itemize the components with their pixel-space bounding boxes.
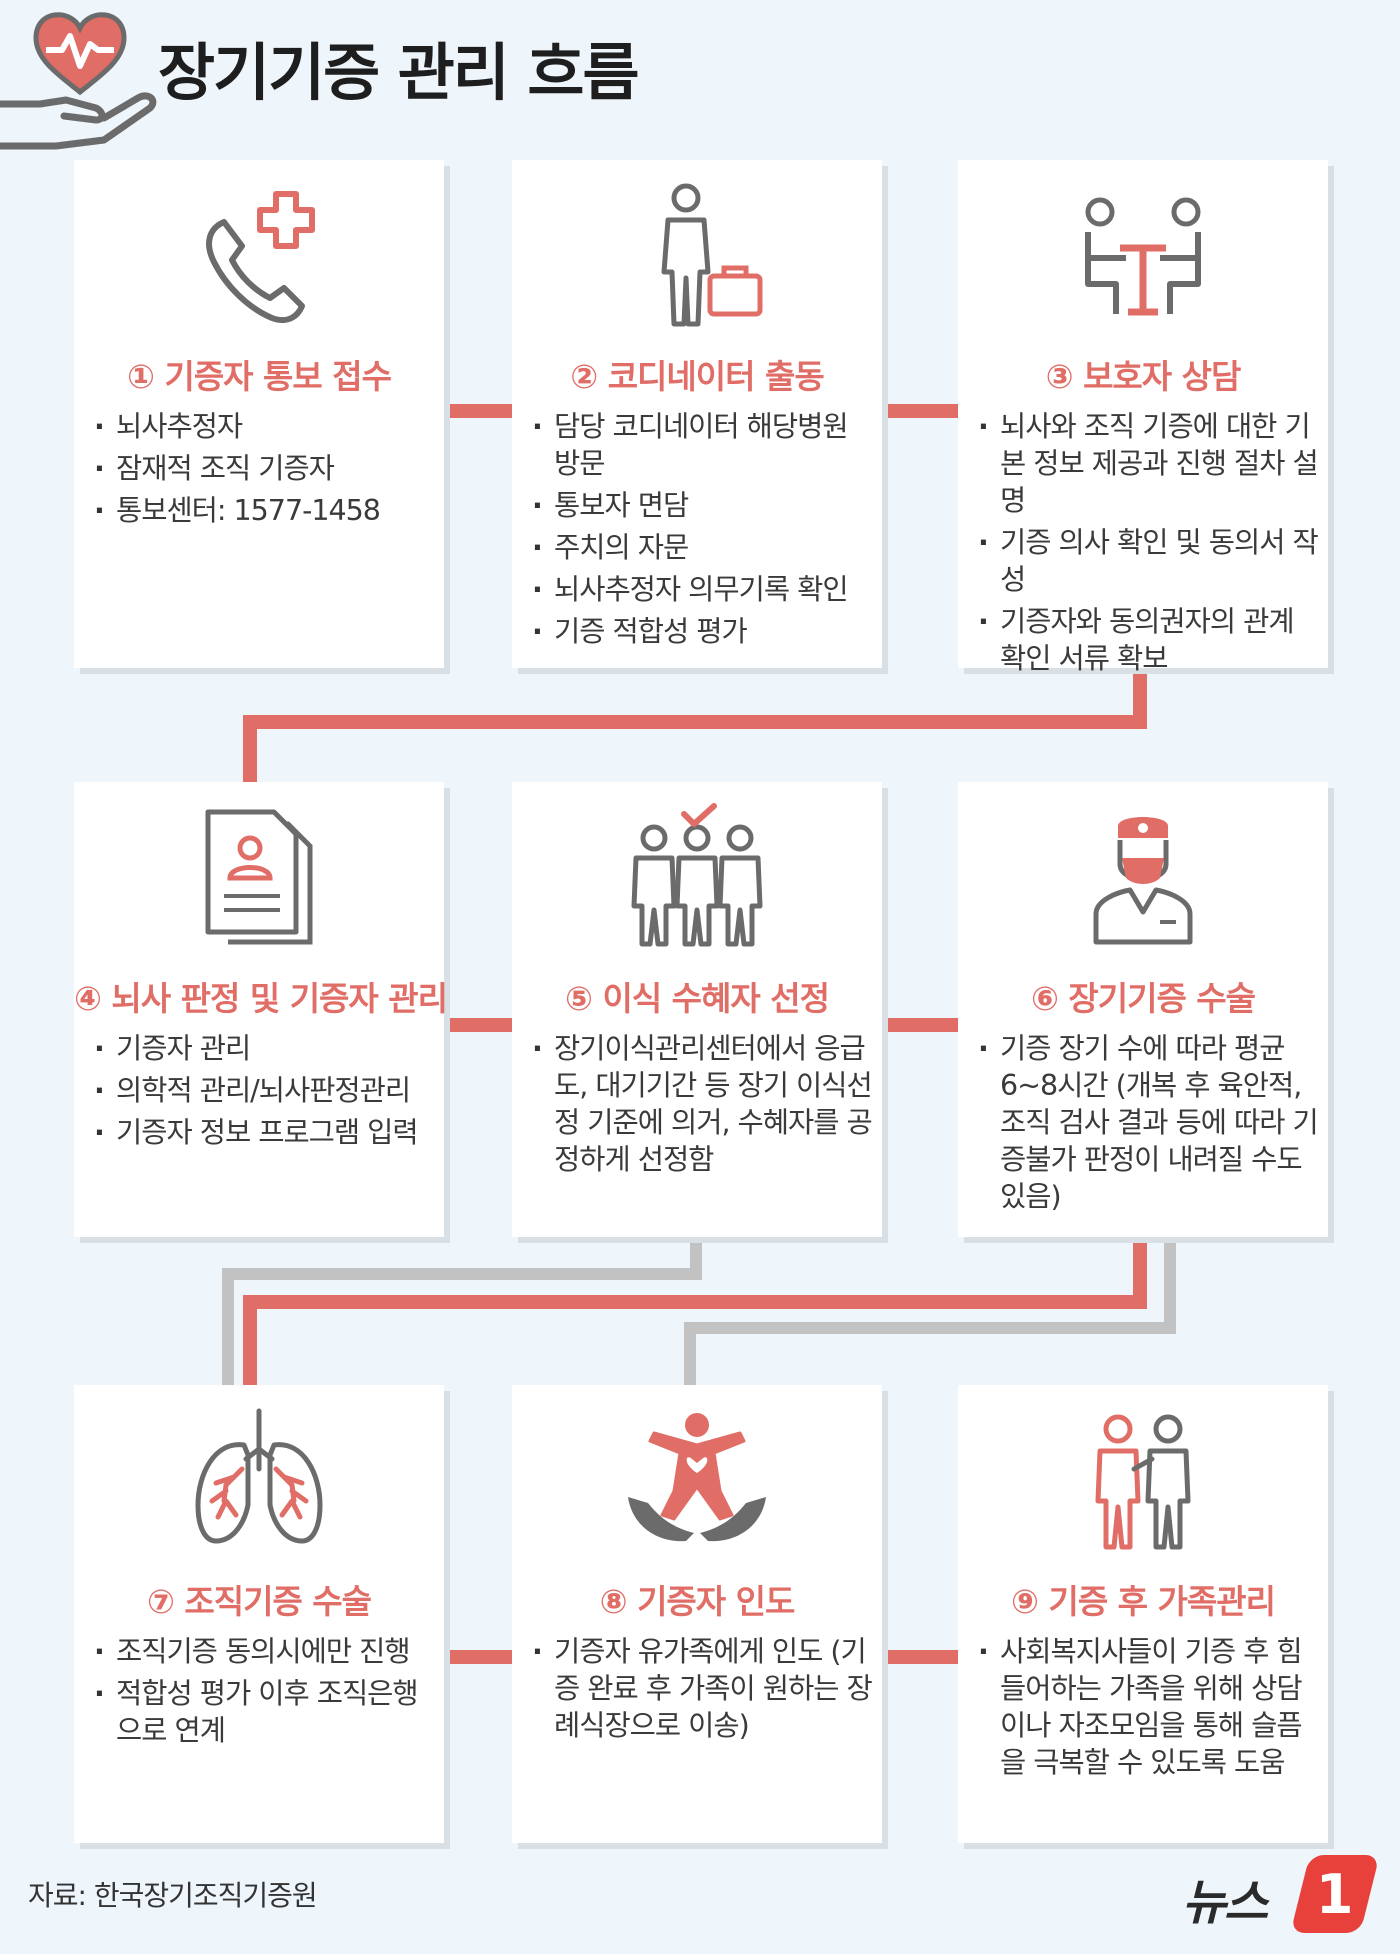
step-title: ⑤ 이식 수혜자 선정 (565, 979, 830, 1018)
source-credit: 자료: 한국장기조직기증원 (28, 1879, 318, 1912)
heart-hand-icon (0, 12, 157, 150)
document-profile-icon (205, 809, 313, 945)
step-list: 기증자 관리 의학적 관리/뇌사판정관리 기증자 정보 프로그램 입력 (92, 1030, 434, 1156)
step-title: ① 기증자 통보 접수 (127, 357, 392, 396)
step-card-2: ② 코디네이터 출동 담당 코디네이터 해당병원 방문 통보자 면담 주치의 자… (512, 160, 882, 668)
connector-3-4 (243, 668, 1147, 782)
person-briefcase-icon (661, 183, 763, 327)
list-item: 기증자 관리 (92, 1030, 434, 1067)
step-title: ⑦ 조직기증 수술 (146, 1582, 372, 1621)
list-item: 조직기증 동의시에만 진행 (92, 1633, 434, 1670)
list-item: 의학적 관리/뇌사판정관리 (92, 1072, 434, 1109)
step-card-1: ① 기증자 통보 접수 뇌사추정자 잠재적 조직 기증자 통보센터: 1577-… (74, 160, 444, 668)
family-care-icon (1095, 1414, 1191, 1550)
step-list: 장기이식관리센터에서 응급도, 대기기간 등 장기 이식선정 기준에 의거, 수… (530, 1030, 873, 1183)
step-list: 담당 코디네이터 해당병원 방문 통보자 면담 주치의 자문 뇌사추정자 의무기… (530, 408, 872, 655)
list-item: 사회복지사들이 기증 후 힘들어하는 가족을 위해 상담이나 자조모임을 통해 … (976, 1633, 1318, 1781)
step-card-6: ⑥ 장기기증 수술 기증 장기 수에 따라 평균 6~8시간 (개복 후 육안적… (958, 782, 1328, 1237)
step-list: 사회복지사들이 기증 후 힘들어하는 가족을 위해 상담이나 자조모임을 통해 … (976, 1633, 1318, 1786)
list-item: 통보자 면담 (530, 487, 872, 524)
step-title: ② 코디네이터 출동 (570, 357, 824, 396)
step-card-4: ④ 뇌사 판정 및 기증자 관리 기증자 관리 의학적 관리/뇌사판정관리 기증… (74, 782, 448, 1237)
step-card-8: ⑧ 기증자 인도 기증자 유가족에게 인도 (기증 완료 후 가족이 원하는 장… (512, 1385, 882, 1843)
news1-logo: 뉴스 1 (1182, 1855, 1382, 1935)
list-item: 기증 적합성 평가 (530, 613, 872, 650)
step-list: 기증자 유가족에게 인도 (기증 완료 후 가족이 원하는 장례식장으로 이송) (530, 1633, 873, 1749)
list-item: 뇌사와 조직 기증에 대한 기본 정보 제공과 진행 절차 설명 (976, 408, 1319, 519)
list-item: 장기이식관리센터에서 응급도, 대기기간 등 장기 이식선정 기준에 의거, 수… (530, 1030, 873, 1178)
list-item: 잠재적 조직 기증자 (92, 450, 434, 487)
step-title: ③ 보호자 상담 (1045, 357, 1242, 396)
list-item: 통보센터: 1577-1458 (92, 492, 434, 529)
list-item: 담당 코디네이터 해당병원 방문 (530, 408, 872, 482)
page-title: 장기기증 관리 흐름 (158, 36, 639, 109)
step-list: 뇌사와 조직 기증에 대한 기본 정보 제공과 진행 절차 설명 기증 의사 확… (976, 408, 1319, 682)
step-title: ⑧ 기증자 인도 (599, 1582, 796, 1621)
list-item: 적합성 평가 이후 조직은행으로 연계 (92, 1675, 434, 1749)
list-item: 기증자와 동의권자의 관계확인 서류 확보 (976, 603, 1318, 677)
step-title: ⑨ 기증 후 가족관리 (1011, 1582, 1276, 1621)
step-card-7: ⑦ 조직기증 수술 조직기증 동의시에만 진행 적합성 평가 이후 조직은행으로… (74, 1385, 444, 1843)
step-title: ⑥ 장기기증 수술 (1030, 979, 1256, 1018)
connector-gray-6-8 (684, 1232, 1176, 1385)
connector-gray-5-7 (222, 1232, 702, 1385)
connector-6-7 (243, 1232, 1147, 1385)
group-check-icon (631, 803, 763, 947)
phone-plus-icon (206, 191, 315, 324)
step-card-9: ⑨ 기증 후 가족관리 사회복지사들이 기증 후 힘들어하는 가족을 위해 상담… (958, 1385, 1328, 1843)
list-item: 주치의 자문 (530, 529, 872, 566)
step-list: 뇌사추정자 잠재적 조직 기증자 통보센터: 1577-1458 (92, 408, 434, 534)
list-item: 기증자 정보 프로그램 입력 (92, 1114, 434, 1151)
step-card-5: ⑤ 이식 수혜자 선정 장기이식관리센터에서 응급도, 대기기간 등 장기 이식… (512, 782, 882, 1237)
step-list: 조직기증 동의시에만 진행 적합성 평가 이후 조직은행으로 연계 (92, 1633, 434, 1754)
list-item: 기증 장기 수에 따라 평균 6~8시간 (개복 후 육안적, 조직 검사 결과… (976, 1030, 1319, 1215)
hands-person-icon (628, 1413, 766, 1542)
surgeon-icon (1093, 817, 1193, 945)
consultation-icon (1085, 197, 1201, 316)
step-list: 기증 장기 수에 따라 평균 6~8시간 (개복 후 육안적, 조직 검사 결과… (976, 1030, 1319, 1220)
step-title: ④ 뇌사 판정 및 기증자 관리 (74, 979, 448, 1018)
lungs-icon (195, 1408, 323, 1544)
list-item: 뇌사추정자 (92, 408, 434, 445)
list-item: 기증자 유가족에게 인도 (기증 완료 후 가족이 원하는 장례식장으로 이송) (530, 1633, 873, 1744)
step-card-3: ③ 보호자 상담 뇌사와 조직 기증에 대한 기본 정보 제공과 진행 절차 설… (958, 160, 1328, 675)
list-item: 뇌사추정자 의무기록 확인 (530, 571, 872, 608)
brand-text: 뉴스 (1182, 1875, 1268, 1931)
list-item: 기증 의사 확인 및 동의서 작성 (976, 524, 1319, 598)
